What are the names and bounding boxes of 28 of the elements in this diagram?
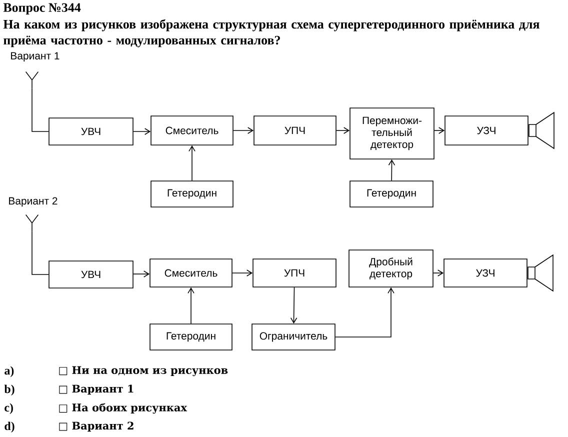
- option-letter: c): [4, 403, 13, 414]
- block-box: УПЧ: [252, 258, 336, 288]
- block-box: Перемножи- тельный детектор: [350, 108, 434, 160]
- block-box: Гетеродин: [150, 324, 232, 350]
- variant-label: Вариант 1: [11, 52, 60, 62]
- option-letter: d): [4, 422, 14, 433]
- title: Вопрос №344: [3, 3, 81, 15]
- option-text: □ Ни на одном из рисунков: [59, 366, 228, 376]
- option-text: □ На обоих рисунках: [59, 403, 188, 414]
- block-box: УЗЧ: [444, 116, 528, 146]
- block-box: Смеситель: [150, 116, 234, 146]
- antenna-icon: [25, 71, 39, 89]
- variant-label: Вариант 2: [9, 197, 58, 207]
- block-box: УВЧ: [48, 260, 134, 288]
- block-box: Смеситель: [150, 258, 232, 288]
- block-box: Дробный детектор: [348, 250, 434, 288]
- option-letter: b): [4, 384, 14, 396]
- option-text: □ Вариант 1: [59, 384, 134, 395]
- option-letter: a): [4, 366, 14, 378]
- block-box: Гетеродин: [150, 180, 234, 208]
- block-box: Гетеродин: [350, 180, 434, 208]
- block-box: УПЧ: [254, 116, 336, 146]
- option-text: □ Вариант 2: [59, 422, 134, 432]
- antenna-icon: [25, 214, 39, 232]
- block-box: УВЧ: [48, 118, 134, 146]
- block-box: Ограничитель: [252, 324, 336, 350]
- block-box: УЗЧ: [444, 258, 528, 288]
- question-text: На каком из рисунков изображена структурная схема супергетеродинного приёмника для приёма частотно - модулированных сигналов?: [3, 19, 540, 48]
